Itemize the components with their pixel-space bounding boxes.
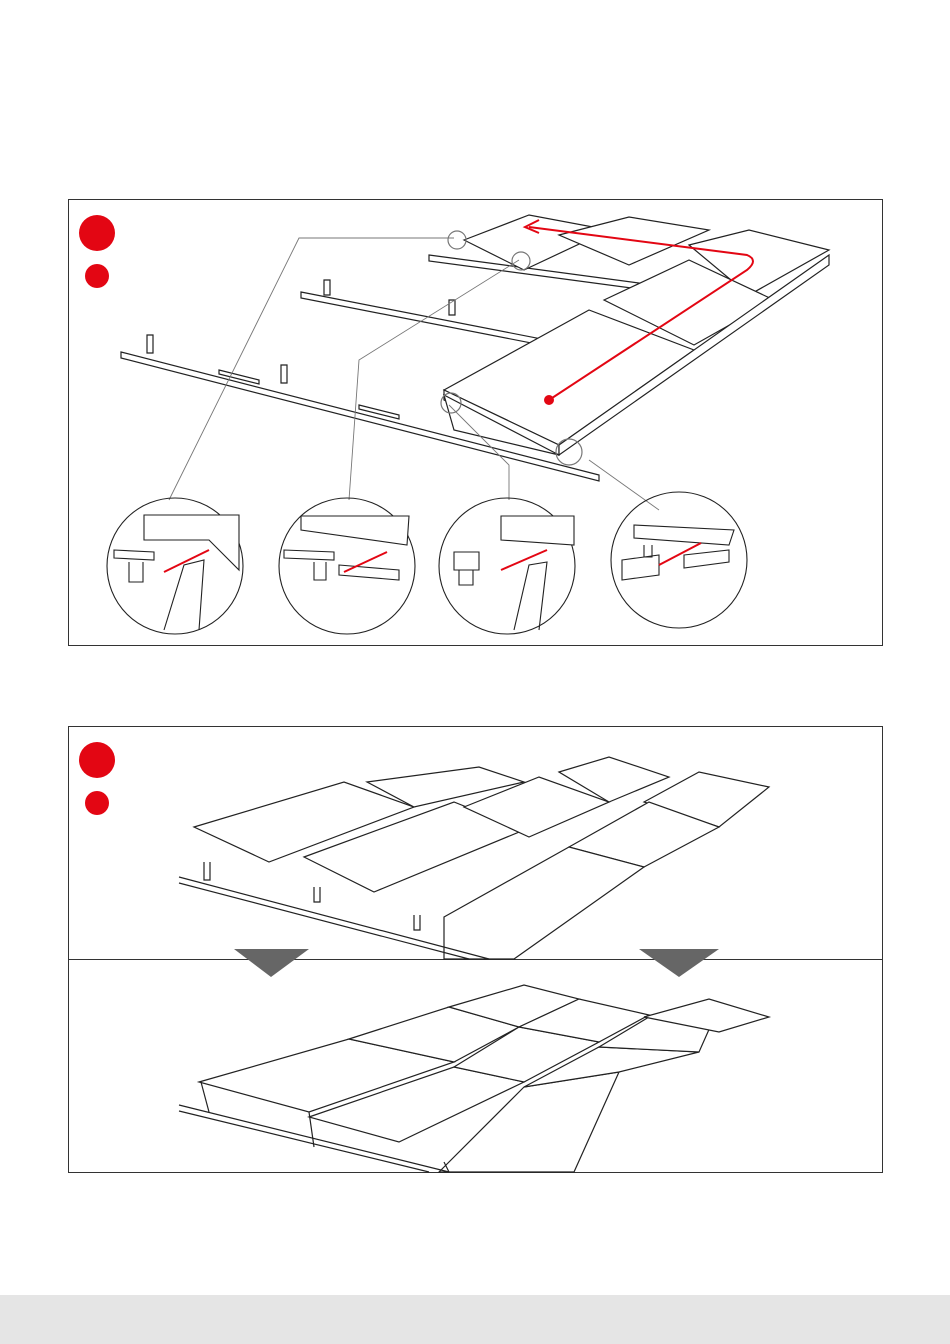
step-panel-top [68, 199, 883, 646]
down-arrow-triangle [234, 949, 309, 977]
detail-magnifier-circle [107, 498, 243, 634]
detail-magnifier-circle [279, 498, 415, 634]
installation-illustration-top [69, 200, 884, 647]
down-arrow-triangle [639, 949, 719, 977]
solar-panel [194, 757, 769, 959]
mounting-rail [179, 877, 489, 959]
footer-bar [0, 1295, 950, 1344]
detail-magnifier-circle [439, 498, 575, 634]
mounting-rail [179, 883, 469, 959]
solar-panel [199, 985, 769, 1172]
step-panel-bottom [68, 726, 883, 1173]
direction-start-dot [544, 395, 554, 405]
detail-magnifier-circle [611, 492, 747, 628]
installation-illustration-bottom [69, 727, 884, 1174]
